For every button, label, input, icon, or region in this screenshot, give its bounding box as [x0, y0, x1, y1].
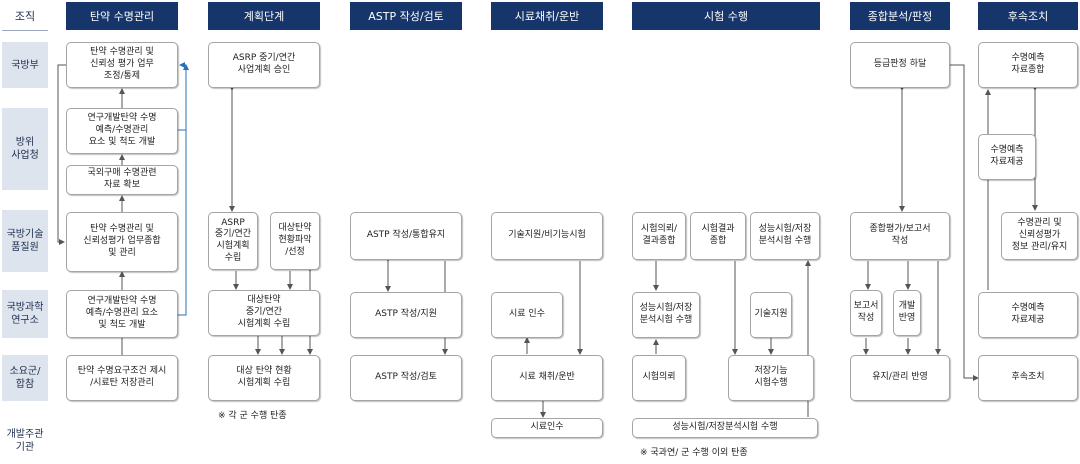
box-test-request: 시험의뢰 — [632, 355, 686, 401]
box-storage-function-test: 저장기능 시험수행 — [728, 355, 814, 401]
box-perf-storage-test-add: 성능시험/저장 분석시험 수행 — [632, 292, 700, 338]
box-life-prediction-summary: 수명예측 자료종합 — [978, 42, 1078, 88]
org-dev-agency: 개발주관 기관 — [6, 429, 44, 453]
box-dtaq-general-mgmt: 탄약 수명관리 및 신뢰성평가 업무종합 및 관리 — [66, 212, 178, 272]
box-tech-support-nonfunctional: 기술지원/비기능시험 — [491, 212, 603, 260]
header-testing: 시험 수행 — [632, 2, 820, 30]
box-asrp-approval: ASRP 중기/연간 사업계획 승인 — [208, 42, 320, 88]
box-grade-decision: 등급판정 하달 — [850, 42, 950, 88]
box-follow-up: 후속조치 — [978, 355, 1078, 401]
box-mnd-coordination: 탄약 수명관리 및 신뢰성 평가 업무 조정/통제 — [66, 42, 178, 88]
box-astp-support: ASTP 작성/지원 — [350, 292, 462, 338]
box-maintenance-reflect: 유지/관리 반영 — [850, 355, 950, 401]
box-test-request-summary: 시험의뢰/ 결과종합 — [632, 212, 686, 260]
header-ammo-life-mgmt: 탄약 수명관리 — [66, 2, 178, 30]
box-life-prediction-provide-dapa: 수명예측 자료제공 — [978, 134, 1036, 180]
box-sample-acquire-add: 시료 인수 — [491, 292, 563, 338]
box-sample-acquire-dev: 시료인수 — [491, 418, 603, 438]
org-dapa: 방위 사업청 — [2, 108, 48, 190]
box-perf-storage-test-all: 성능시험/저장분석시험 수행 — [632, 418, 818, 438]
box-test-result-summary: 시험결과 종합 — [690, 212, 746, 260]
header-org: 조직 — [2, 2, 48, 31]
box-add-life-prediction: 연구개발탄약 수명 예측/수명관리 요소 및 척도 개발 — [66, 290, 178, 338]
header-analysis: 종합분석/판정 — [850, 2, 950, 30]
note-non-add-service: ※ 국과연/ 군 수행 이외 탄종 — [640, 448, 748, 458]
box-life-prediction-provide-add: 수명예측 자료제공 — [978, 292, 1078, 338]
box-astp-integrated: ASTP 작성/통합유지 — [350, 212, 462, 260]
box-comprehensive-eval: 종합평가/보고서 작성 — [850, 212, 950, 260]
box-users-requirements: 탄약 수명요구조건 제시 /시료탄 저장관리 — [66, 355, 178, 401]
box-perf-storage-test-dtaq: 성능시험/저장 분석시험 수행 — [750, 212, 820, 260]
header-planning: 계획단계 — [208, 2, 320, 30]
box-report-writing: 보고서 작성 — [850, 290, 882, 336]
org-mnd: 국방부 — [2, 42, 48, 88]
box-dev-reflect: 개발 반영 — [893, 290, 921, 336]
org-dtaq: 국방기술 품질원 — [2, 210, 48, 272]
header-followup: 후속조치 — [978, 2, 1078, 30]
box-dapa-foreign-data: 국외구매 수명관련 자료 확보 — [66, 165, 178, 195]
org-users: 소요군/ 합참 — [2, 355, 48, 401]
box-target-ammo-survey: 대상탄약 현황파악 /선정 — [270, 212, 320, 270]
box-astp-review: ASTP 작성/검토 — [350, 355, 462, 401]
box-sample-collect-transport: 시료 채취/운반 — [491, 355, 603, 401]
box-target-ammo-plan: 대상탄약 중기/연간 시험계획 수립 — [208, 290, 320, 336]
box-target-ammo-status-plan: 대상 탄약 현황 시험계획 수립 — [208, 355, 320, 401]
box-asrp-test-plan: ASRP 중기/연간 시험계획 수립 — [208, 212, 258, 270]
box-tech-support: 기술지원 — [750, 292, 792, 338]
note-each-service: ※ 각 군 수행 탄종 — [218, 411, 287, 421]
box-reliability-info-mgmt: 수명관리 및 신뢰성평가 정보 관리/유지 — [1001, 212, 1078, 260]
header-astp: ASTP 작성/검토 — [350, 2, 462, 30]
header-sampling: 시료채취/운반 — [491, 2, 603, 30]
box-dapa-life-prediction: 연구개발탄약 수명 예측/수명관리 요소 및 척도 개발 — [66, 108, 178, 154]
org-add: 국방과학 연구소 — [2, 290, 48, 338]
